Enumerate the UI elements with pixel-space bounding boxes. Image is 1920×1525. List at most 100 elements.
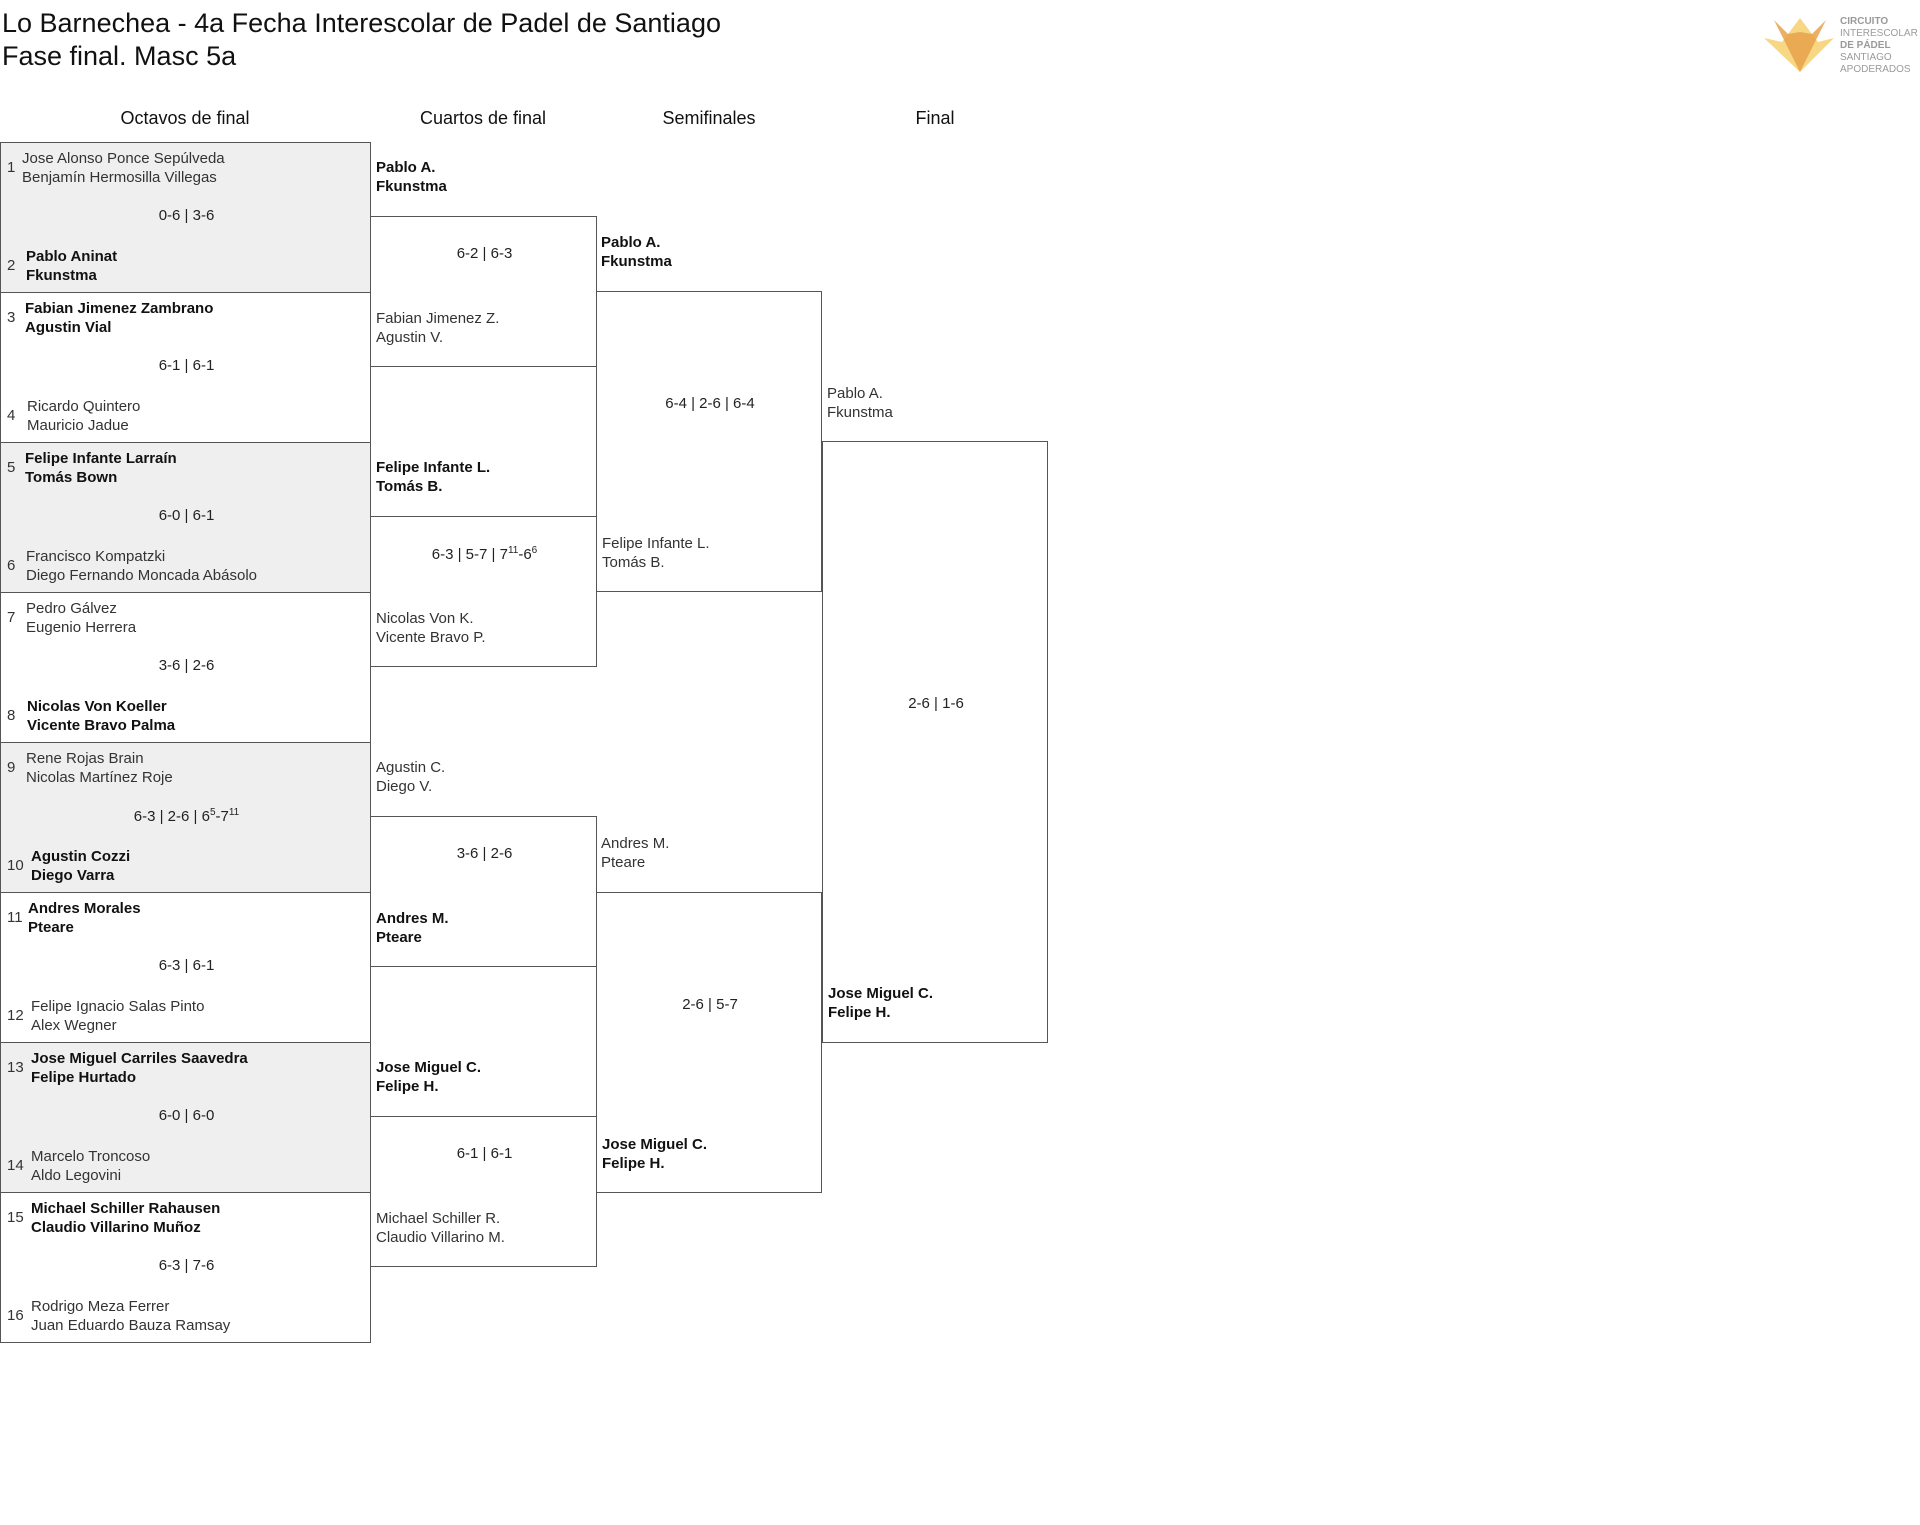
logo-line: DE PÁDEL bbox=[1840, 40, 1891, 51]
player-name: Michael Schiller Rahausen bbox=[31, 1200, 221, 1217]
round-heading-semifinales: Semifinales bbox=[662, 108, 756, 128]
team-top: Rene Rojas Brain Nicolas Martínez Roje bbox=[26, 749, 173, 787]
player-name: Benjamín Hermosilla Villegas bbox=[22, 169, 217, 186]
player-name: Felipe Infante Larraín bbox=[25, 450, 177, 467]
player-name: Pablo A. bbox=[601, 234, 661, 251]
player-name: Agustin Cozzi bbox=[31, 848, 131, 865]
player-name: Mauricio Jadue bbox=[27, 417, 129, 434]
qf-match: 6-3 | 5-7 | 711-66 Nicolas Von K. Vicent… bbox=[370, 516, 597, 667]
fox-logo-icon bbox=[1764, 18, 1834, 72]
match-score: 6-0 | 6-1 bbox=[158, 507, 215, 524]
player-name: Fkunstma bbox=[26, 267, 97, 284]
final-team-top: Pablo A. Fkunstma bbox=[827, 384, 893, 422]
player-name: Fabian Jimenez Zambrano bbox=[25, 300, 214, 317]
team-top-winner: Fabian Jimenez Zambrano Agustin Vial bbox=[25, 299, 213, 337]
seed-number: 6 bbox=[7, 557, 16, 574]
score-text: 6-3 | 5-7 | 7 bbox=[431, 546, 508, 563]
player-name: Pteare bbox=[376, 929, 422, 946]
qf-match: 3-6 | 2-6 Andres M. Pteare bbox=[370, 816, 597, 967]
seed-number: 10 bbox=[7, 857, 24, 874]
qf-team-bottom: Michael Schiller R. Claudio Villarino M. bbox=[376, 1209, 505, 1247]
team-bottom: Ricardo Quintero Mauricio Jadue bbox=[27, 397, 140, 435]
match-score: 6-3 | 5-7 | 711-66 bbox=[371, 545, 598, 563]
player-name: Felipe Infante L. bbox=[602, 535, 710, 552]
player-name: Jose Miguel C. bbox=[828, 985, 934, 1002]
match-score: 6-4 | 2-6 | 6-4 bbox=[665, 395, 755, 412]
player-name: Felipe H. bbox=[602, 1155, 665, 1172]
r16-match: 15 Michael Schiller Rahausen Claudio Vil… bbox=[0, 1192, 371, 1343]
team-top: Pedro Gálvez Eugenio Herrera bbox=[26, 599, 136, 637]
player-name: Francisco Kompatzki bbox=[26, 548, 166, 565]
player-name: Claudio Villarino Muñoz bbox=[31, 1219, 201, 1236]
logo-text: CIRCUITO INTERESCOLAR DE PÁDEL SANTIAGO … bbox=[1840, 16, 1918, 76]
player-name: Andres Morales bbox=[28, 900, 141, 917]
player-name: Felipe Ignacio Salas Pinto bbox=[31, 998, 205, 1015]
team-top-winner: Andres Morales Pteare bbox=[28, 899, 141, 937]
tiebreak-points: 5 bbox=[209, 807, 216, 818]
player-name: Nicolas Von Koeller bbox=[27, 698, 167, 715]
team-bottom: Felipe Ignacio Salas Pinto Alex Wegner bbox=[31, 997, 204, 1035]
round-heading-final: Final bbox=[915, 108, 955, 128]
logo-line: SANTIAGO bbox=[1840, 52, 1892, 63]
player-name: Fabian Jimenez Z. bbox=[376, 310, 500, 327]
player-name: Nicolas Martínez Roje bbox=[26, 769, 173, 786]
player-name: Andres M. bbox=[376, 910, 449, 927]
seed-number: 12 bbox=[7, 1007, 24, 1024]
match-score: 2-6 | 1-6 bbox=[908, 695, 964, 712]
r16-match: 9 Rene Rojas Brain Nicolas Martínez Roje… bbox=[0, 742, 371, 893]
tiebreak-points: 11 bbox=[507, 545, 519, 556]
sf-team-top: Andres M. Pteare bbox=[601, 834, 669, 872]
match-score: 0-6 | 3-6 bbox=[158, 207, 215, 224]
r16-match: 11 Andres Morales Pteare 6-3 | 6-1 12 Fe… bbox=[0, 892, 371, 1043]
tiebreak-points: 11 bbox=[228, 807, 240, 818]
player-name: Fkunstma bbox=[376, 178, 447, 195]
final-team-bottom-winner: Jose Miguel C. Felipe H. bbox=[828, 984, 933, 1022]
player-name: Diego Fernando Moncada Abásolo bbox=[26, 567, 257, 584]
seed-number: 4 bbox=[7, 407, 16, 424]
team-top-winner: Jose Miguel Carriles Saavedra Felipe Hur… bbox=[31, 1049, 248, 1087]
player-name: Pablo A. bbox=[827, 385, 883, 402]
player-name: Tomás Bown bbox=[25, 469, 118, 486]
player-name: Agustin Vial bbox=[25, 319, 112, 336]
team-top-winner: Felipe Infante Larraín Tomás Bown bbox=[25, 449, 177, 487]
player-name: Diego V. bbox=[376, 778, 433, 795]
sf-match: 6-4 | 2-6 | 6-4 Felipe Infante L. Tomás … bbox=[596, 291, 822, 592]
seed-number: 9 bbox=[7, 759, 16, 776]
player-name: Agustin C. bbox=[376, 759, 446, 776]
page-subtitle: Fase final. Masc 5a bbox=[2, 41, 237, 71]
team-bottom: Rodrigo Meza Ferrer Juan Eduardo Bauza R… bbox=[31, 1297, 230, 1335]
team-bottom-winner: Nicolas Von Koeller Vicente Bravo Palma bbox=[27, 697, 175, 735]
qf-team-bottom: Nicolas Von K. Vicente Bravo P. bbox=[376, 609, 486, 647]
player-name: Pablo Aninat bbox=[26, 248, 118, 265]
player-name: Ricardo Quintero bbox=[27, 398, 141, 415]
player-name: Felipe Infante L. bbox=[376, 459, 491, 476]
player-name: Pablo A. bbox=[376, 159, 436, 176]
seed-number: 3 bbox=[7, 309, 16, 326]
team-top-winner: Michael Schiller Rahausen Claudio Villar… bbox=[31, 1199, 220, 1237]
player-name: Rodrigo Meza Ferrer bbox=[31, 1298, 170, 1315]
match-score: 6-1 | 6-1 bbox=[158, 357, 215, 374]
r16-match: 3 Fabian Jimenez Zambrano Agustin Vial 6… bbox=[0, 292, 371, 443]
team-bottom-winner: Pablo Aninat Fkunstma bbox=[26, 247, 117, 285]
logo-line: CIRCUITO bbox=[1840, 16, 1889, 27]
player-name: Fkunstma bbox=[827, 404, 893, 421]
seed-number: 7 bbox=[7, 609, 16, 626]
player-name: Alex Wegner bbox=[31, 1017, 117, 1034]
player-name: Vicente Bravo Palma bbox=[27, 717, 176, 734]
seed-number: 14 bbox=[7, 1157, 24, 1174]
player-name: Claudio Villarino M. bbox=[376, 1229, 505, 1246]
player-name: Felipe H. bbox=[376, 1078, 439, 1095]
player-name: Jose Miguel C. bbox=[376, 1059, 482, 1076]
seed-number: 2 bbox=[7, 257, 16, 274]
score-text: 6-3 | 2-6 | 6 bbox=[133, 808, 210, 825]
team-bottom: Francisco Kompatzki Diego Fernando Monca… bbox=[26, 547, 257, 585]
player-name: Felipe Hurtado bbox=[31, 1069, 137, 1086]
round-heading-cuartos: Cuartos de final bbox=[419, 108, 547, 128]
player-name: Rene Rojas Brain bbox=[26, 750, 144, 767]
match-score: 6-3 | 6-1 bbox=[158, 957, 215, 974]
player-name: Tomás B. bbox=[376, 478, 443, 495]
final-match: 2-6 | 1-6 Jose Miguel C. Felipe H. bbox=[822, 441, 1048, 1043]
match-score: 6-3 | 2-6 | 65-711 bbox=[1, 807, 372, 825]
player-name: Nicolas Von K. bbox=[376, 610, 474, 627]
qf-match: 6-1 | 6-1 Michael Schiller R. Claudio Vi… bbox=[370, 1116, 597, 1267]
